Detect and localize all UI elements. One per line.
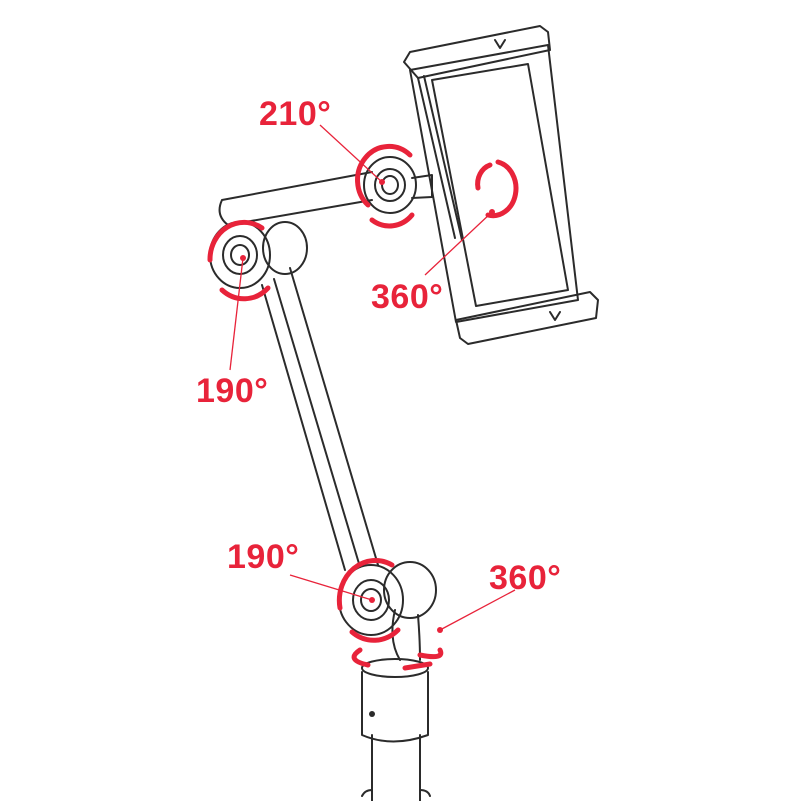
label-360-degrees-phone: 360° xyxy=(371,278,444,316)
rotation-arrows xyxy=(207,143,519,671)
label-190-degrees-lower: 190° xyxy=(227,538,300,576)
label-210-degrees: 210° xyxy=(259,95,332,133)
rotation-arrow-phone-joint xyxy=(355,143,413,208)
tablet-holder xyxy=(403,25,599,345)
rotation-arrow-phone xyxy=(485,159,519,219)
label-190-degrees-upper: 190° xyxy=(196,372,269,410)
rotation-arrow-base xyxy=(351,647,444,671)
pole xyxy=(361,658,431,801)
lower-arm xyxy=(261,267,437,661)
leader-lines xyxy=(229,124,516,633)
label-360-degrees-base: 360° xyxy=(489,559,562,597)
rotation-arrow-upper-elbow xyxy=(207,219,265,263)
rotation-arrow-lower-elbow xyxy=(336,557,395,611)
